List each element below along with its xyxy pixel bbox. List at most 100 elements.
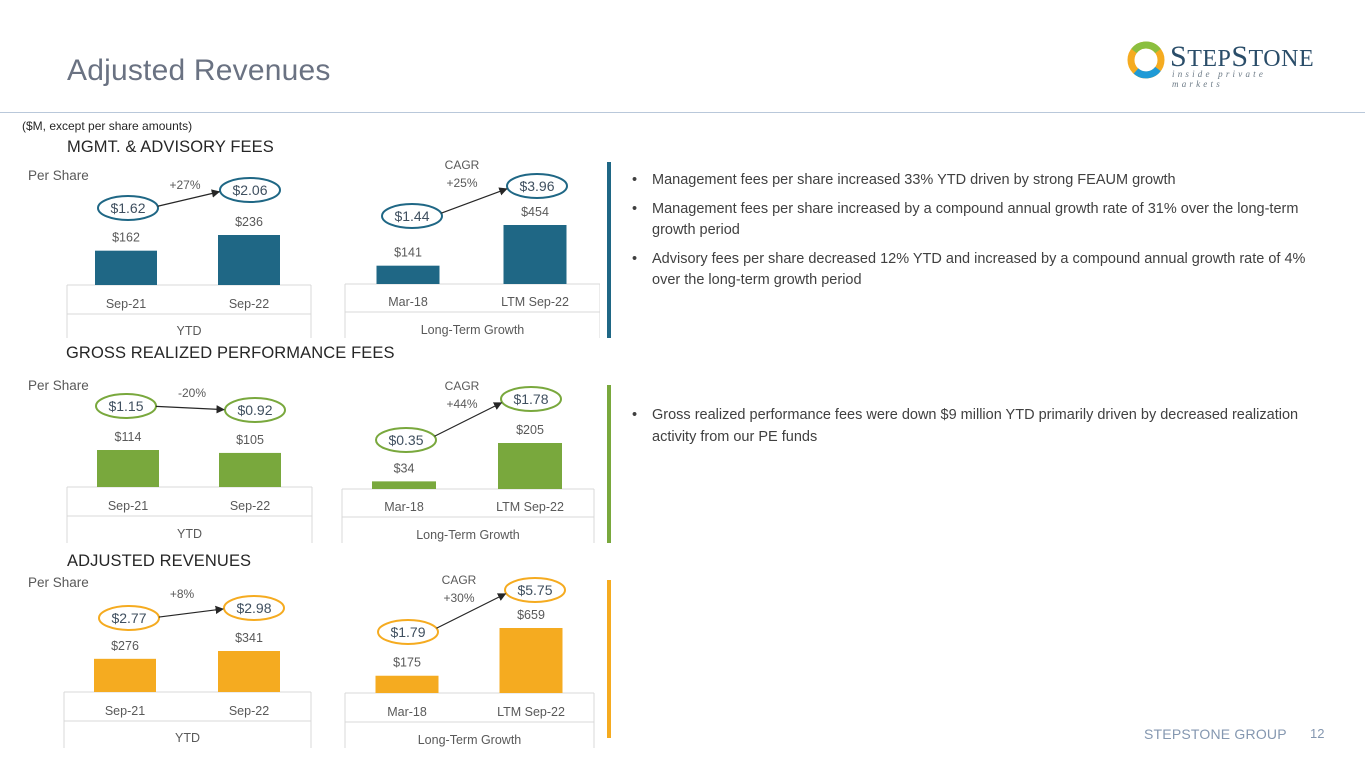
bar-value-label: $454 xyxy=(521,205,549,219)
change-label: CAGR xyxy=(445,158,480,172)
section-title-mgmt: MGMT. & ADVISORY FEES xyxy=(67,138,274,156)
change-label: +30% xyxy=(443,591,474,605)
per-share-oval xyxy=(500,386,562,412)
bullets-perf: Gross realized performance fees were dow… xyxy=(630,405,1310,455)
per-share-oval xyxy=(98,605,160,631)
bullets-mgmt: Management fees per share increased 33% … xyxy=(630,170,1310,299)
bar-value-label: $236 xyxy=(235,215,263,229)
bar-value-label: $276 xyxy=(111,639,139,653)
per-share-label: Per Share xyxy=(28,168,89,183)
per-share-label: Per Share xyxy=(28,575,89,590)
title-divider xyxy=(0,112,1365,113)
stepstone-ring-icon xyxy=(1127,41,1165,79)
page-number: 12 xyxy=(1310,726,1325,741)
logo-tagline: inside private markets xyxy=(1172,69,1267,89)
bar-value-label: $205 xyxy=(516,423,544,437)
group-label: YTD xyxy=(177,324,202,338)
bar xyxy=(372,481,436,489)
group-label: YTD xyxy=(177,527,202,541)
group-label: Long-Term Growth xyxy=(421,323,525,337)
per-share-oval xyxy=(504,577,566,603)
bullet-item: Gross realized performance fees were dow… xyxy=(630,405,1310,448)
footer-company: STEPSTONE GROUP xyxy=(1144,726,1287,742)
growth-arrow xyxy=(157,189,221,207)
category-tick-label: Sep-22 xyxy=(229,297,269,311)
category-tick-label: Sep-22 xyxy=(229,704,269,718)
bullet-item: Management fees per share increased by a… xyxy=(630,199,1310,242)
growth-arrow xyxy=(434,402,503,437)
group-label: YTD xyxy=(175,731,200,745)
category-tick-label: LTM Sep-22 xyxy=(496,500,564,514)
logo-wordmark: STEPSTONE xyxy=(1170,40,1315,73)
category-tick-label: Sep-21 xyxy=(105,704,145,718)
units-note: ($M, except per share amounts) xyxy=(22,119,193,133)
bar-value-label: $162 xyxy=(112,231,140,245)
growth-arrow xyxy=(440,187,508,214)
bar xyxy=(95,250,157,285)
change-label: CAGR xyxy=(442,573,477,587)
section-title-perf: GROSS REALIZED PERFORMANCE FEES xyxy=(66,344,395,362)
category-tick-label: Sep-22 xyxy=(230,499,270,513)
per-share-oval xyxy=(381,203,443,229)
growth-arrow xyxy=(158,605,224,618)
stepstone-logo: STEPSTONE inside private markets xyxy=(1126,38,1316,89)
bar-value-label: $341 xyxy=(235,631,263,645)
section-title-adj: ADJUSTED REVENUES xyxy=(67,552,252,570)
bar-value-label: $659 xyxy=(517,608,545,622)
bar xyxy=(498,443,562,489)
bar-value-label: $105 xyxy=(236,433,264,447)
per-share-value: $0.92 xyxy=(237,402,272,418)
per-share-value: $2.98 xyxy=(236,600,271,616)
per-share-value: $1.78 xyxy=(513,391,548,407)
section-accent-bar-perf xyxy=(607,385,611,543)
bar xyxy=(218,651,280,692)
charts-canvas: $162Sep-21$236Sep-22YTD$1.62$2.06+27%Per… xyxy=(28,158,600,748)
per-share-value: $0.35 xyxy=(388,432,423,448)
bar xyxy=(375,675,439,693)
category-tick-label: Sep-21 xyxy=(106,297,146,311)
change-label: +27% xyxy=(169,178,200,192)
category-tick-label: LTM Sep-22 xyxy=(497,705,565,719)
growth-arrow xyxy=(436,593,507,629)
per-share-oval xyxy=(224,397,286,423)
change-label: CAGR xyxy=(445,379,480,393)
group-label: Long-Term Growth xyxy=(416,528,520,542)
per-share-oval xyxy=(375,427,437,453)
bar xyxy=(97,450,159,487)
per-share-label: Per Share xyxy=(28,378,89,393)
bar xyxy=(219,452,281,487)
per-share-value: $2.06 xyxy=(232,182,267,198)
section-accent-bar-mgmt xyxy=(607,162,611,338)
category-tick-label: Mar-18 xyxy=(384,500,424,514)
bullet-item: Management fees per share increased 33% … xyxy=(630,170,1310,192)
group-label: Long-Term Growth xyxy=(418,733,522,747)
change-label: +25% xyxy=(446,176,477,190)
change-label: +8% xyxy=(170,587,195,601)
page-title: Adjusted Revenues xyxy=(67,54,331,87)
bar xyxy=(376,265,440,284)
category-tick-label: Mar-18 xyxy=(387,705,427,719)
bar-value-label: $34 xyxy=(394,461,415,475)
category-tick-label: Sep-21 xyxy=(108,499,148,513)
bar xyxy=(499,628,563,693)
change-label: +44% xyxy=(446,397,477,411)
section-accent-bar-adj xyxy=(607,580,611,738)
bar xyxy=(218,235,280,285)
per-share-value: $1.79 xyxy=(390,624,425,640)
per-share-value: $5.75 xyxy=(517,582,552,598)
bar-value-label: $175 xyxy=(393,656,421,670)
per-share-oval xyxy=(223,595,285,621)
per-share-value: $1.15 xyxy=(108,398,143,414)
change-label: -20% xyxy=(178,386,206,400)
bar xyxy=(94,658,156,692)
per-share-oval xyxy=(377,619,439,645)
category-tick-label: Mar-18 xyxy=(388,295,428,309)
per-share-oval xyxy=(506,173,568,199)
category-tick-label: LTM Sep-22 xyxy=(501,295,569,309)
bullet-item: Advisory fees per share decreased 12% YT… xyxy=(630,249,1310,292)
bar-value-label: $114 xyxy=(115,430,142,444)
growth-arrow xyxy=(155,405,225,414)
bar-value-label: $141 xyxy=(394,246,422,260)
per-share-value: $1.44 xyxy=(394,208,429,224)
per-share-oval xyxy=(95,393,157,419)
